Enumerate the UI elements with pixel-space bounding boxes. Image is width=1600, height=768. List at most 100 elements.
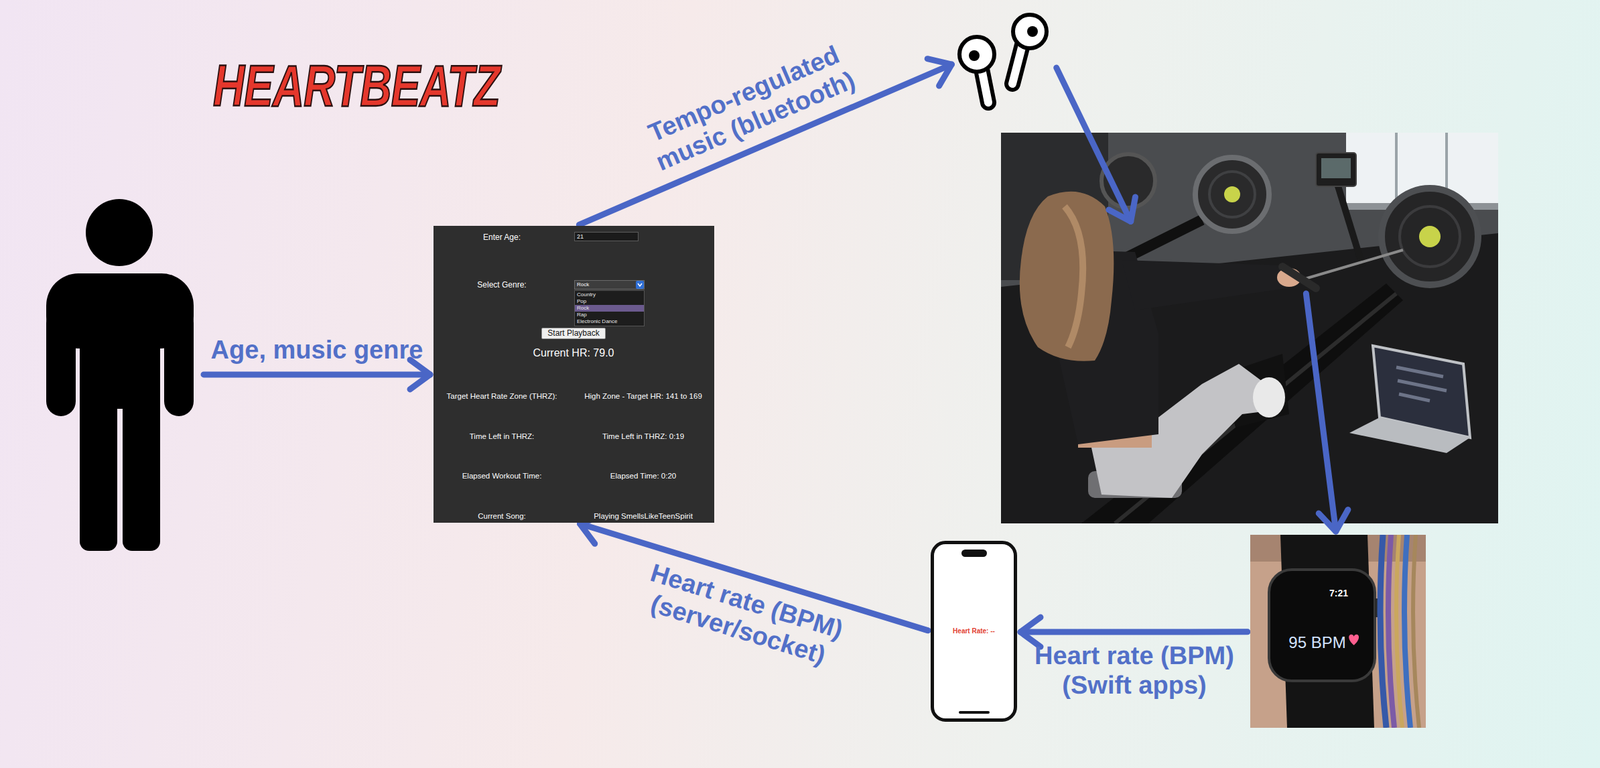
wrist-skin (1250, 534, 1426, 728)
earbud-stem (981, 69, 989, 103)
rower-handle (1282, 266, 1316, 289)
bracelet (1413, 534, 1420, 728)
caret-chevron (637, 283, 642, 287)
rower-fan (1381, 188, 1479, 285)
app-field-text: High Zone - Target HR: 141 to 169 (584, 391, 703, 400)
rower-chain (1295, 249, 1404, 282)
person-head (85, 198, 153, 266)
dropdown-caret (635, 280, 644, 289)
person-figure (40, 194, 202, 557)
rower-fan (1101, 154, 1156, 208)
app-field-text: Playing SmellsLikeTeenSpirit (593, 511, 693, 520)
dropdown-option: Rap (574, 311, 644, 319)
rower-hair (1019, 191, 1115, 362)
edge-label-box: Heart rate (BPM) (Swift apps) (1027, 641, 1242, 701)
select-value: Rock (576, 281, 589, 288)
watch-drawing (1250, 534, 1426, 728)
diagram-title: HEARTBEATZ (213, 56, 500, 116)
laptop-base (1349, 417, 1471, 453)
rower-fan (1195, 157, 1270, 232)
connector (203, 359, 431, 390)
person-leg (79, 388, 118, 551)
phone-app: Heart Rate: -- (930, 540, 1018, 722)
text-cell: 95 BPM (1270, 629, 1365, 656)
phone-hr-text: Heart Rate: -- (952, 627, 995, 636)
text-cell: Elapsed Time: 0:20 (574, 462, 712, 490)
airpods-drawing (954, 10, 1056, 111)
earbud-head (1013, 14, 1047, 49)
connector-line (203, 371, 431, 378)
edge-label: Age, music genre (203, 335, 431, 366)
fan-ring (1209, 171, 1255, 218)
phone-island (961, 549, 987, 557)
heart-symbol (1348, 634, 1359, 646)
rowing-photo (1001, 132, 1499, 524)
airpods-icon (954, 10, 1056, 111)
caret-icon (635, 280, 644, 289)
dropdown-option: Country (574, 291, 644, 299)
watch-case (1269, 569, 1375, 681)
fan-hub (1419, 225, 1441, 248)
dropdown-option: Rock (574, 304, 644, 312)
genre-dropdown: CountryPopRockRapElectronic Dance (574, 290, 645, 327)
edge-label-box: Tempo-regulated music (bluetooth) (630, 34, 870, 182)
age-input: 21 (574, 231, 639, 242)
text-cell: Current Song: (434, 502, 569, 530)
button-label: Start Playback (547, 328, 599, 339)
person-icon (40, 194, 202, 557)
rower-shoe (1252, 377, 1286, 418)
watch-text: 7:21 (1329, 587, 1349, 599)
edge-label: Heart rate (BPM) (Swift apps) (1027, 641, 1242, 701)
person-arm (164, 308, 194, 417)
phone-home-bar (958, 710, 990, 714)
input-value: 21 (576, 233, 584, 240)
app-field-text: Current Song: (477, 511, 526, 520)
fan-hub (1224, 186, 1241, 203)
arrow-head (410, 359, 431, 390)
text-cell: Enter Age: (434, 223, 569, 251)
app-field-text: Elapsed Workout Time: (462, 471, 543, 480)
genre-select: Rock (574, 280, 645, 290)
watch-photo: 7:21 95 BPM (1250, 534, 1426, 728)
app-field-text: Select Genre: (477, 280, 526, 290)
app-window: 21RockCountryPopRockRapElectronic DanceS… (433, 225, 715, 523)
earbud-sensor (968, 50, 980, 61)
edge-label-box: Age, music genre (203, 335, 431, 366)
rower-monitor (1315, 152, 1357, 187)
title-box: HEARTBEATZ (213, 56, 500, 116)
rower-arm (1121, 259, 1288, 311)
app-field-text: Current HR: 79.0 (533, 347, 615, 360)
app-field-text: Time Left in THRZ: (469, 432, 535, 441)
text-cell: Select Genre: (434, 271, 569, 299)
bracelet (1396, 534, 1403, 728)
text-cell: Time Left in THRZ: (434, 422, 569, 450)
playback-button: Start Playback (541, 327, 606, 340)
text-cell: Elapsed Workout Time: (434, 462, 569, 490)
text-cell: 7:21 (1311, 579, 1366, 607)
text-cell: Current HR: 79.0 (473, 339, 675, 367)
text-cell: High Zone - Target HR: 141 to 169 (574, 382, 712, 410)
monitor-screen (1321, 158, 1351, 179)
fan-ring (1399, 206, 1460, 267)
text-cell: Target Heart Rate Zone (THRZ): (434, 382, 569, 410)
person-leg (122, 388, 161, 551)
app-field-text: Elapsed Time: 0:20 (610, 471, 677, 480)
dropdown-option: Pop (574, 298, 644, 305)
hair-highlight (1064, 206, 1083, 348)
dropdown-option: Electronic Dance (574, 318, 644, 325)
bracelet (1404, 534, 1411, 728)
bracelet (1388, 534, 1395, 728)
app-field-text: Time Left in THRZ: 0:19 (602, 432, 685, 441)
earbud-head (959, 36, 995, 72)
earbud-sensor (1027, 26, 1038, 37)
text-cell: Time Left in THRZ: 0:19 (574, 422, 712, 450)
laptop-content (1396, 367, 1447, 401)
connector-line (1020, 628, 1248, 635)
bracelet (1380, 534, 1387, 728)
edge-label: Tempo-regulated music (bluetooth) (630, 34, 870, 182)
earbud-stem (1012, 44, 1023, 84)
earbud-stem-fill (1012, 44, 1023, 84)
gym-floor (1001, 132, 1499, 524)
app-field-text: Enter Age: (483, 232, 521, 242)
